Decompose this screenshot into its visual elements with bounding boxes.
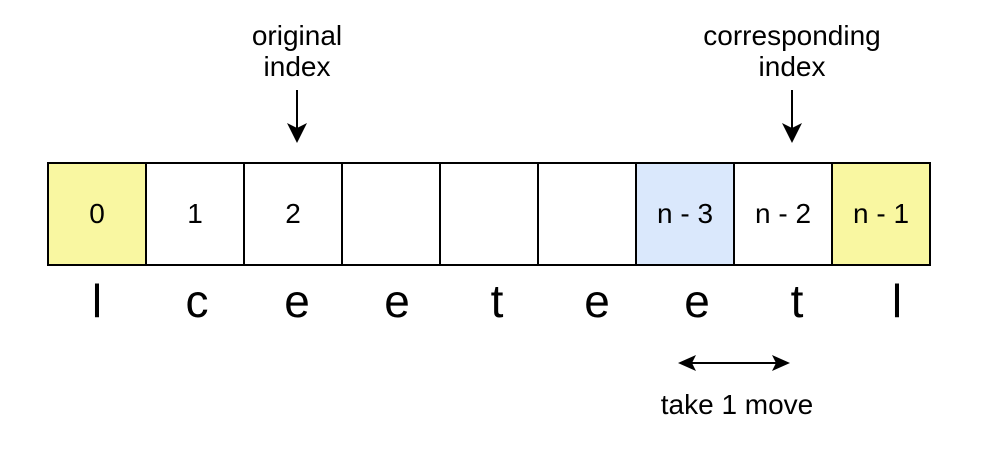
original-index-label: original index (252, 20, 342, 82)
original-index-label-line1: original (251, 20, 343, 51)
cell-index-label: 1 (187, 198, 203, 229)
string-letter-8: l (891, 275, 903, 327)
array-cell-1: 1 (145, 162, 245, 266)
array-cell-7: n - 2 (733, 162, 833, 266)
down-arrow-icon (287, 90, 307, 143)
corresponding-index-label-line2: index (758, 51, 826, 82)
array-row: 0 1 2 n - 3 n - 2 n - 1 (47, 162, 931, 266)
cell-index-label: 0 (89, 198, 105, 229)
double-arrow-icon (678, 355, 790, 371)
array-cell-3 (341, 162, 441, 266)
array-cell-8: n - 1 (831, 162, 931, 266)
array-cell-4 (439, 162, 539, 266)
string-letter-4: t (490, 275, 504, 327)
string-letter-0: l (91, 275, 103, 327)
string-letter-3: e (384, 275, 410, 327)
cell-index-label: n - 1 (852, 198, 910, 229)
string-letter-5: e (584, 275, 610, 327)
string-letter-1: c (185, 275, 209, 327)
cell-index-label: n - 3 (656, 198, 714, 229)
cell-index-label: n - 2 (754, 198, 812, 229)
take-move-label: take 1 move (660, 389, 814, 420)
array-cell-6: n - 3 (635, 162, 735, 266)
array-cell-0: 0 (47, 162, 147, 266)
string-letter-2: e (284, 275, 310, 327)
array-cell-5 (537, 162, 637, 266)
original-index-label-line2: index (263, 51, 331, 82)
array-cell-2: 2 (243, 162, 343, 266)
corresponding-index-label-line1: corresponding (703, 20, 881, 51)
cell-index-label: 2 (285, 198, 301, 229)
string-letter-6: e (684, 275, 710, 327)
down-arrow-icon (782, 90, 802, 143)
string-letter-7: t (790, 275, 804, 327)
corresponding-index-label: corresponding index (703, 20, 880, 82)
